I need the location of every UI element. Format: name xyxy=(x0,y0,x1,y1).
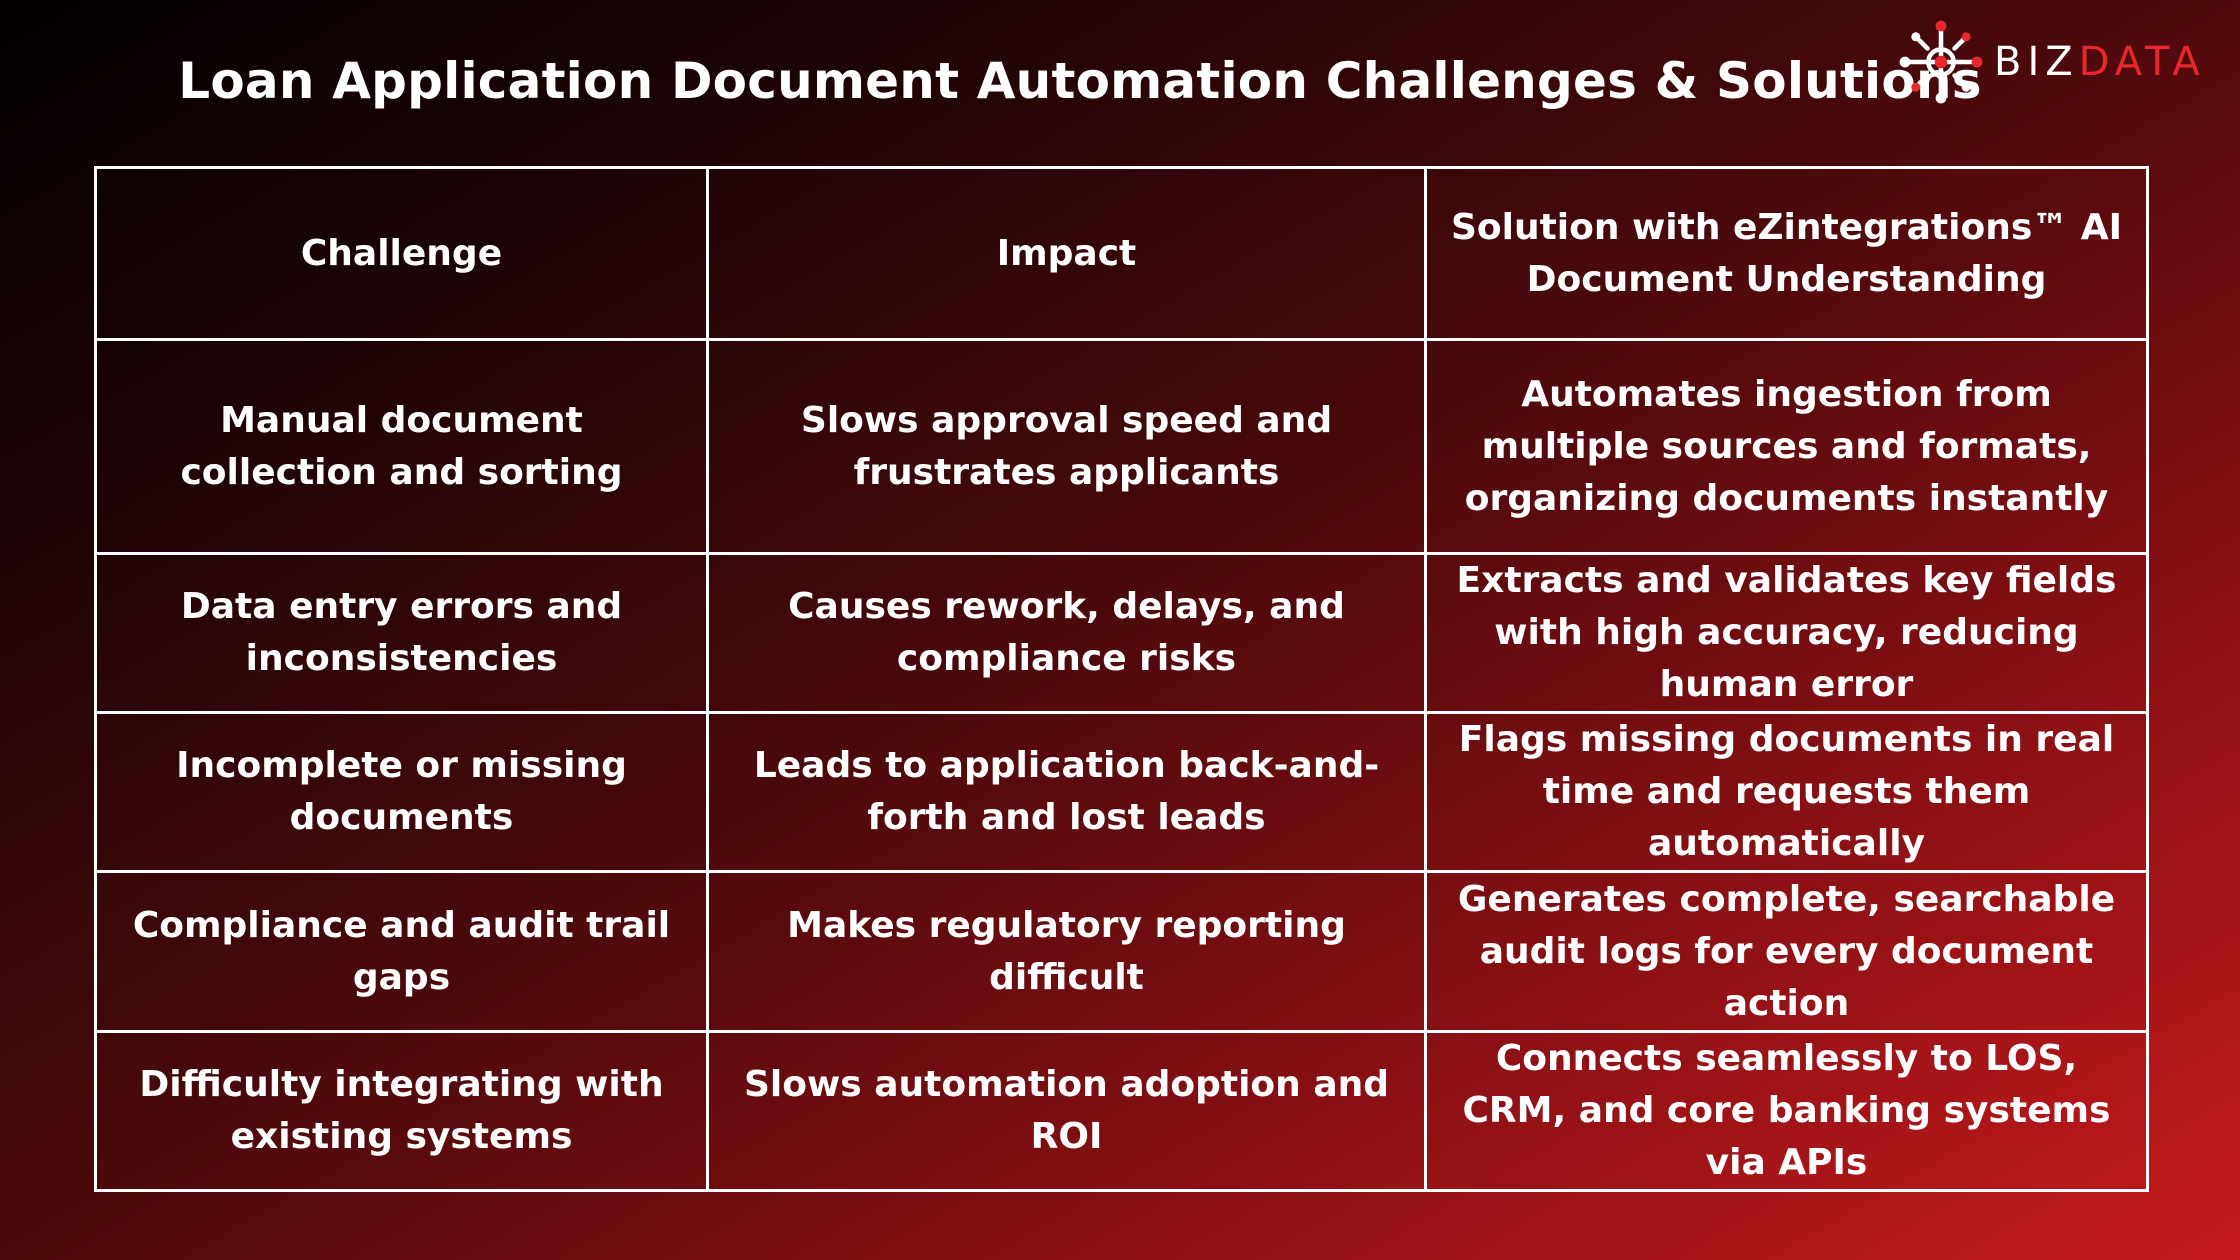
impact-cell: Causes rework, delays, and compliance ri… xyxy=(706,552,1427,714)
solution-cell: Automates ingestion from multiple source… xyxy=(1424,338,2149,555)
header-solution: Solution with eZintegrations™ AI Documen… xyxy=(1424,166,2149,341)
solution-cell: Connects seamlessly to LOS, CRM, and cor… xyxy=(1424,1030,2149,1192)
logo-wordmark: BIZDATA xyxy=(1994,39,2206,85)
solution-cell: Extracts and validates key fields with h… xyxy=(1424,552,2149,714)
table-row: Incomplete or missing documents Leads to… xyxy=(94,711,2149,873)
impact-cell: Makes regulatory reporting difficult xyxy=(706,870,1427,1033)
challenge-cell: Difficulty integrating with existing sys… xyxy=(94,1030,709,1192)
table-row: Data entry errors and inconsistencies Ca… xyxy=(94,552,2149,714)
challenge-cell: Data entry errors and inconsistencies xyxy=(94,552,709,714)
table-row: Manual document collection and sorting S… xyxy=(94,338,2149,555)
table-row: Compliance and audit trail gaps Makes re… xyxy=(94,870,2149,1033)
impact-cell: Slows automation adoption and ROI xyxy=(706,1030,1427,1192)
impact-cell: Slows approval speed and frustrates appl… xyxy=(706,338,1427,555)
logo-text-biz: BIZ xyxy=(1994,39,2079,85)
challenge-cell: Manual document collection and sorting xyxy=(94,338,709,555)
challenge-cell: Incomplete or missing documents xyxy=(94,711,709,873)
network-node-icon xyxy=(1899,20,1983,104)
solution-cell: Generates complete, searchable audit log… xyxy=(1424,870,2149,1033)
impact-cell: Leads to application back-and-forth and … xyxy=(706,711,1427,873)
challenge-cell: Compliance and audit trail gaps xyxy=(94,870,709,1033)
header-impact: Impact xyxy=(706,166,1427,341)
logo-text-data: DATA xyxy=(2078,39,2206,85)
page-title: Loan Application Document Automation Cha… xyxy=(178,52,1982,110)
solution-cell: Flags missing documents in real time and… xyxy=(1424,711,2149,873)
table-row: Difficulty integrating with existing sys… xyxy=(94,1030,2149,1192)
challenges-table: Challenge Impact Solution with eZintegra… xyxy=(94,166,2149,1192)
bizdata-logo: BIZDATA xyxy=(1896,14,2226,110)
header-challenge: Challenge xyxy=(94,166,709,341)
table-header-row: Challenge Impact Solution with eZintegra… xyxy=(94,166,2149,341)
